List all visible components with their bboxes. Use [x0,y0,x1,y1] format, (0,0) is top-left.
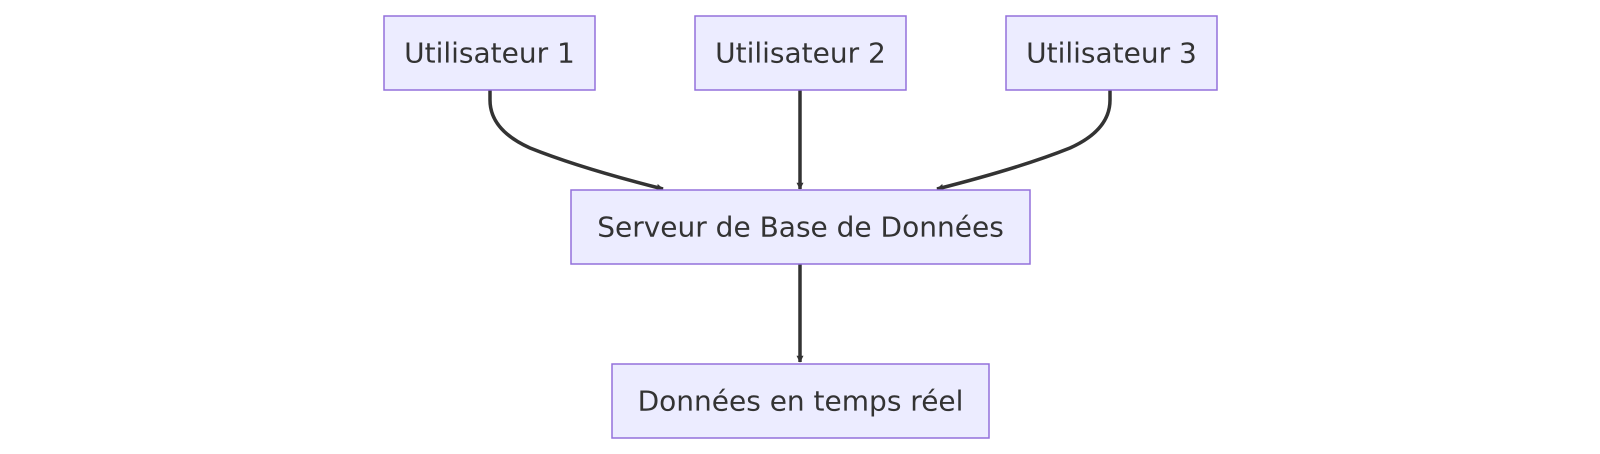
node-box [570,189,1031,265]
node-donnees-en-temps-reel[interactable]: Données en temps réel [611,363,990,439]
node-box [383,15,596,91]
edges [488,90,1112,363]
edge-user3-to-server [936,90,1112,191]
node-serveur-base-de-donnees[interactable]: Serveur de Base de Données [570,189,1031,265]
node-box [694,15,907,91]
node-label: Données en temps réel [638,385,964,418]
node-label: Utilisateur 3 [1026,37,1197,70]
node-label: Serveur de Base de Données [597,211,1004,244]
node-label: Utilisateur 1 [404,37,575,70]
node-label: Utilisateur 2 [715,37,886,70]
node-utilisateur-3[interactable]: Utilisateur 3 [1005,15,1218,91]
node-utilisateur-2[interactable]: Utilisateur 2 [694,15,907,91]
node-box [1005,15,1218,91]
node-utilisateur-1[interactable]: Utilisateur 1 [383,15,596,91]
node-box [611,363,990,439]
edge-user1-to-server [488,90,664,191]
